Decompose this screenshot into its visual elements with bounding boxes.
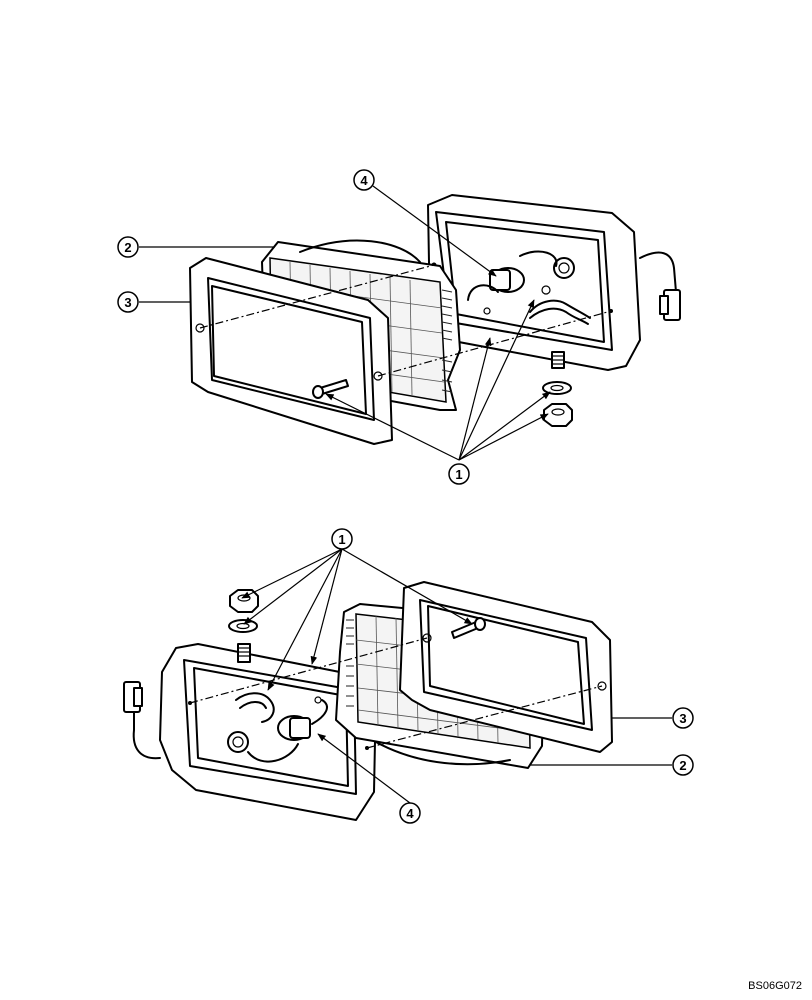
callout-1-lower-label: 1 <box>338 532 345 547</box>
callout-3-lower: 3 <box>672 707 694 729</box>
drawing-code: BS06G072 <box>748 980 802 992</box>
callout-2-upper-label: 2 <box>124 240 131 255</box>
callout-1-upper-label: 1 <box>455 467 462 482</box>
upper-screw <box>312 379 349 399</box>
lower-nut <box>229 589 259 613</box>
leader-lines <box>139 185 672 804</box>
upper-bezel <box>189 257 393 445</box>
lower-bezel <box>399 581 613 753</box>
callout-3-lower-label: 3 <box>679 711 686 726</box>
upper-assembly <box>189 194 681 445</box>
callout-3-upper-label: 3 <box>124 295 131 310</box>
callout-4-upper: 4 <box>353 169 375 191</box>
lower-lamp-housing <box>123 643 377 821</box>
lower-washer <box>228 619 258 633</box>
callout-2-lower: 2 <box>672 754 694 776</box>
lower-screw <box>451 617 486 639</box>
upper-nut <box>543 403 573 427</box>
callout-3-upper: 3 <box>117 291 139 313</box>
upper-lamp-housing <box>427 194 681 371</box>
callout-2-upper: 2 <box>117 236 139 258</box>
callout-1-lower: 1 <box>331 528 353 550</box>
upper-washer <box>542 381 572 395</box>
callout-4-lower: 4 <box>399 802 421 824</box>
callout-4-upper-label: 4 <box>360 173 368 188</box>
callout-4-lower-label: 4 <box>406 806 414 821</box>
callout-1-upper: 1 <box>448 463 470 485</box>
callout-2-lower-label: 2 <box>679 758 686 773</box>
lower-assembly <box>123 581 613 821</box>
